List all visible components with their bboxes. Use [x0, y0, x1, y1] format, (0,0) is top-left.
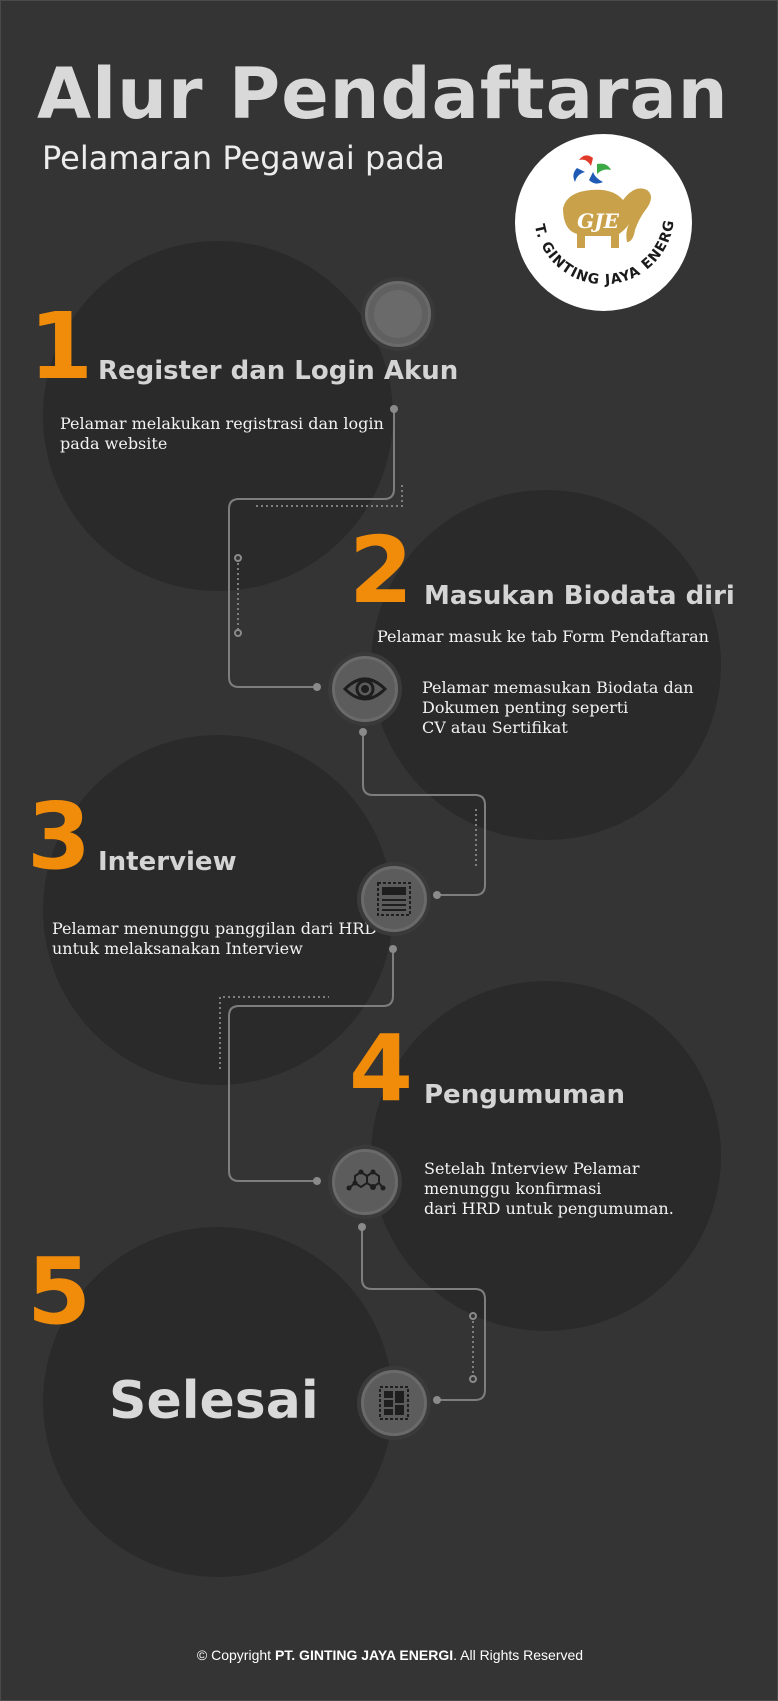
- step3-title: Interview: [98, 847, 237, 877]
- step2-number: 2: [349, 517, 414, 624]
- step5-node: [361, 1370, 427, 1436]
- step4-node: [332, 1149, 398, 1215]
- layout-grid-icon: [379, 1386, 409, 1420]
- page-title: Alur Pendaftaran: [37, 53, 729, 135]
- step1-number: 1: [29, 293, 94, 400]
- step4-backdrop-circle: [371, 981, 721, 1331]
- eye-icon: [342, 677, 388, 701]
- step4-number: 4: [349, 1015, 414, 1122]
- step2-description-main: Pelamar masuk ke tab Form Pendaftaran: [377, 627, 709, 646]
- step3-node: [361, 866, 427, 932]
- elephant-logo-icon: GJE PT. GINTING JAYA ENERGI: [509, 122, 677, 288]
- company-logo: GJE PT. GINTING JAYA ENERGI: [509, 122, 692, 311]
- circle-icon: [374, 290, 422, 338]
- step5-number: 5: [27, 1238, 92, 1345]
- step5-backdrop-circle: [43, 1227, 393, 1577]
- step2-description-detail: Pelamar memasukan Biodata dan Dokumen pe…: [422, 678, 694, 737]
- step1-node: [365, 281, 431, 347]
- document-icon: [377, 882, 411, 916]
- molecule-icon: [346, 1169, 386, 1191]
- page-subtitle: Pelamaran Pegawai pada: [42, 139, 445, 177]
- step2-backdrop-circle: [371, 490, 721, 840]
- step3-number: 3: [27, 783, 92, 890]
- copyright-footer: © Copyright PT. GINTING JAYA ENERGI. All…: [1, 1647, 777, 1663]
- step3-description: Pelamar menunggu panggilan dari HRD untu…: [52, 919, 378, 958]
- step4-description: Setelah Interview Pelamar menunggu konfi…: [424, 1159, 674, 1218]
- logo-monogram: GJE: [577, 209, 620, 233]
- footer-prefix: © Copyright: [196, 1647, 275, 1663]
- step1-title: Register dan Login Akun: [98, 356, 459, 386]
- step2-title: Masukan Biodata diri: [424, 581, 735, 611]
- step2-node: [332, 656, 398, 722]
- step1-description: Pelamar melakukan registrasi dan login p…: [60, 414, 384, 453]
- footer-suffix: . All Rights Reserved: [453, 1647, 584, 1663]
- step5-title: Selesai: [109, 1371, 319, 1431]
- step4-title: Pengumuman: [424, 1080, 626, 1110]
- footer-company: PT. GINTING JAYA ENERGI: [274, 1647, 454, 1663]
- step3-backdrop-circle: [43, 735, 393, 1085]
- step1-backdrop-circle: [43, 241, 393, 591]
